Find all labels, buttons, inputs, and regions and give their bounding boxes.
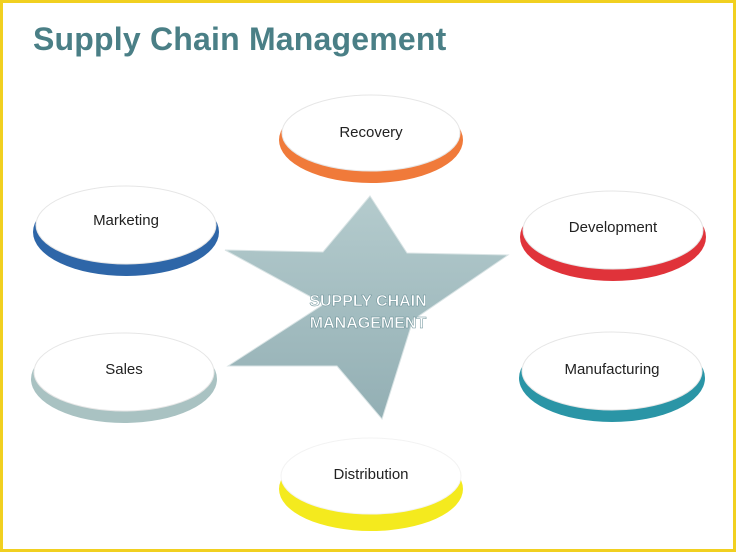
node-development: Development [520, 190, 706, 281]
node-distribution: Distribution [279, 437, 463, 531]
node-label-marketing: Marketing [93, 212, 159, 229]
node-label-recovery: Recovery [339, 124, 403, 141]
node-label-manufacturing: Manufacturing [564, 361, 659, 378]
page-title: Supply Chain Management [33, 21, 447, 57]
node-recovery: Recovery [279, 94, 463, 183]
diagram-canvas: SUPPLY CHAIN MANAGEMENT Recovery Marketi… [31, 94, 706, 531]
node-label-development: Development [569, 219, 658, 236]
center-star [224, 195, 510, 421]
node-label-sales: Sales [105, 361, 143, 378]
center-label-line1: SUPPLY CHAIN [309, 293, 426, 310]
node-label-distribution: Distribution [333, 466, 408, 483]
center-label-line2: MANAGEMENT [310, 315, 427, 332]
node-sales: Sales [31, 332, 217, 423]
node-manufacturing: Manufacturing [519, 331, 705, 422]
node-marketing: Marketing [33, 185, 219, 276]
